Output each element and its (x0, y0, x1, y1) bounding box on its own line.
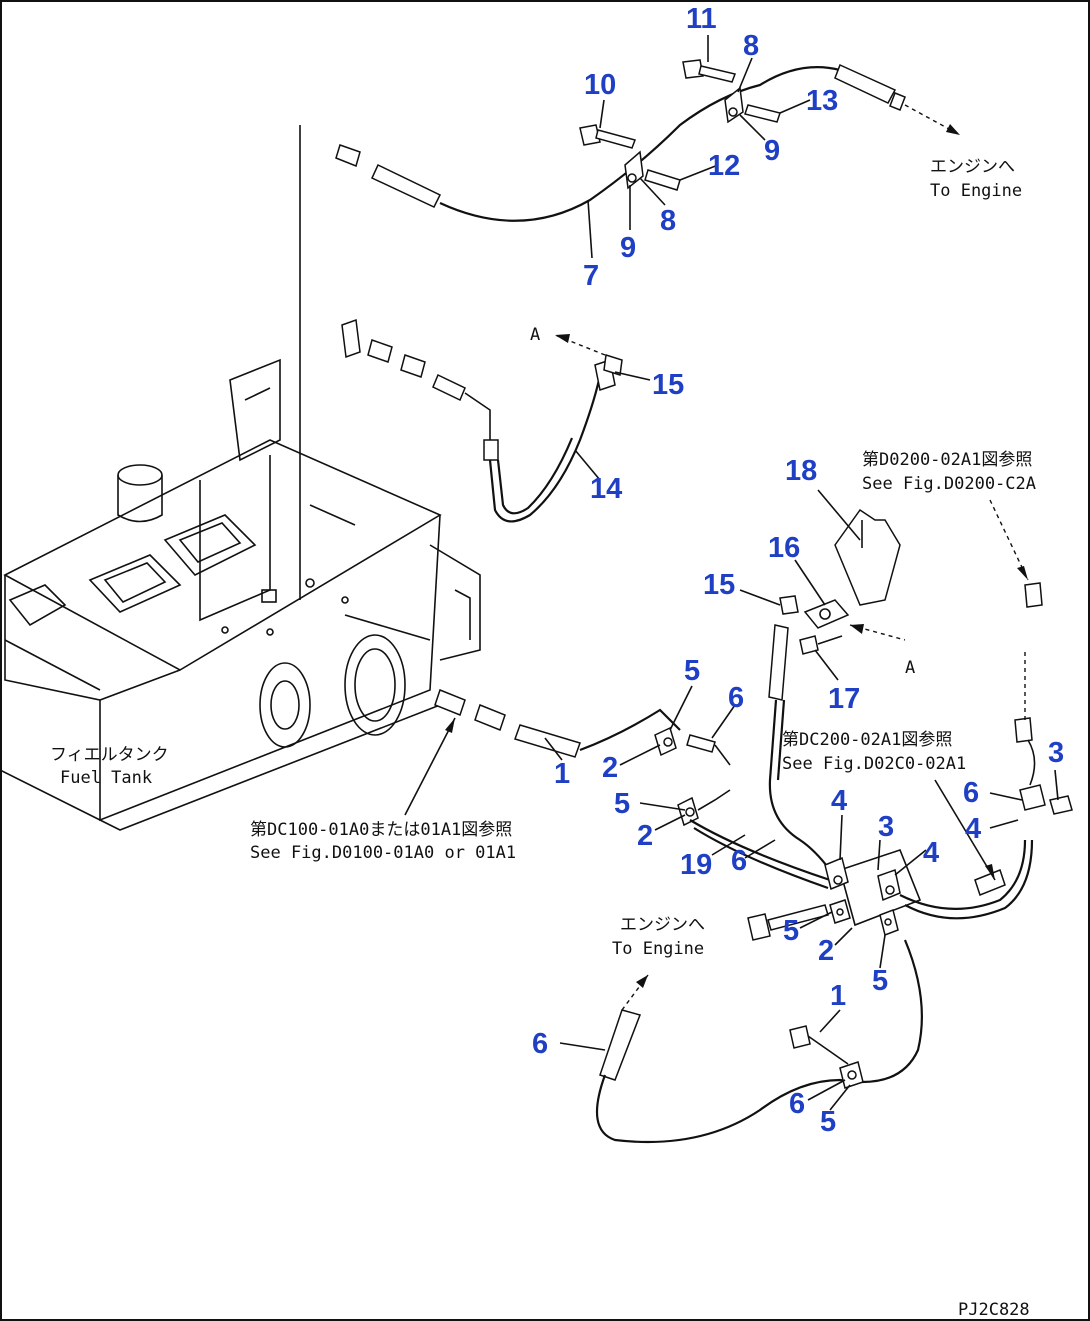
callout-9-lower: 9 (620, 232, 636, 264)
callout-4-a: 4 (831, 785, 847, 817)
callout-5-e: 6 (789, 1088, 805, 1120)
note-to-engine-top-en: To Engine (930, 181, 1022, 201)
callout-9-upper: 9 (764, 135, 780, 167)
leader-lines (544, 35, 1059, 1111)
callout-16: 16 (768, 532, 800, 564)
note-see-d0200-02a1-jp: 第DC200-02A1図参照 (782, 730, 952, 750)
fuel-tank-ref-arrowhead (445, 718, 455, 733)
note-ref-a-lower: A (905, 658, 915, 678)
callout-7: 7 (583, 260, 599, 292)
callout-1-lower: 6 (532, 1028, 548, 1060)
callout-4-c: 6 (963, 777, 979, 809)
callout-2-a: 2 (602, 752, 618, 784)
callout-5-a: 5 (684, 655, 700, 687)
callout-5-c: 5 (783, 915, 799, 947)
callout-4-b: 4 (923, 837, 939, 869)
note-to-engine-top-jp: エンジンへ (930, 157, 1015, 177)
note-see-d0200-c2a-jp: 第D0200-02A1図参照 (862, 450, 1032, 470)
note-see-d0200-02a1-en: See Fig.D02C0-02A1 (782, 754, 966, 774)
callout-5-b: 5 (614, 788, 630, 820)
callout-18: 18 (785, 455, 817, 487)
drawing-code: PJ2C828 (958, 1300, 1030, 1320)
callout-3-a: 3 (878, 811, 894, 843)
callout-2-d: 5 (820, 1106, 836, 1138)
callout-8-lower: 8 (660, 205, 676, 237)
callout-15-lower: 15 (703, 569, 735, 601)
note-to-engine-bottom-jp: エンジンへ (620, 915, 705, 935)
note-ref-a-upper: A (530, 325, 540, 345)
upper-hose-assembly (335, 59, 961, 222)
callout-2-b: 2 (637, 820, 653, 852)
callout-10: 10 (584, 69, 616, 101)
callout-2-c: 2 (818, 935, 834, 967)
callout-6-d: 1 (830, 980, 846, 1012)
callout-13: 13 (806, 85, 838, 117)
callout-19: 19 (680, 849, 712, 881)
note-see-d0200-c2a-en: See Fig.D0200-C2A (862, 474, 1036, 494)
main-hose-assembly (434, 499, 1073, 941)
callout-12: 12 (708, 150, 740, 182)
callout-5-d: 5 (872, 965, 888, 997)
bracket-18-assembly (768, 508, 906, 871)
callout-17: 17 (828, 683, 860, 715)
callout-6-a: 6 (728, 682, 744, 714)
note-fuel-tank-en: Fuel Tank (60, 768, 152, 788)
note-see-d0100-en: See Fig.D0100-01A0 or 01A1 (250, 843, 516, 863)
note-fuel-tank-jp: フィエルタンク (50, 745, 169, 765)
callout-numbers: 11 8 10 13 9 12 8 9 7 15 14 18 16 15 17 … (532, 3, 1064, 1138)
callout-11: 11 (686, 3, 717, 35)
callout-14: 14 (590, 473, 622, 505)
fuel-tank-drawing (0, 358, 481, 831)
note-see-d0100-jp: 第DC100-01A0または01A1図参照 (250, 820, 512, 840)
callout-8-upper: 8 (743, 30, 759, 62)
note-to-engine-bottom-en: To Engine (612, 939, 704, 959)
fuel-tank-ref-arrow (404, 717, 456, 816)
callout-1-upper: 1 (554, 758, 570, 790)
callout-3-b: 4 (965, 813, 981, 845)
callout-6-c: 3 (1048, 737, 1064, 769)
callout-15-upper: 15 (652, 369, 684, 401)
callout-6-b: 6 (731, 845, 747, 877)
hose-14-assembly (341, 318, 623, 523)
